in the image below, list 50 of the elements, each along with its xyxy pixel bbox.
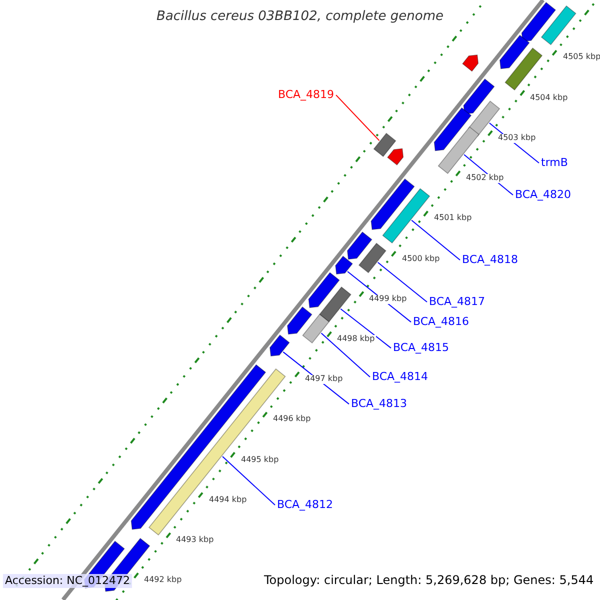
scale-label: 4502 kbp (465, 174, 505, 183)
gene-label: BCA_4818 (462, 254, 518, 266)
gene-label: BCA_4813 (351, 398, 408, 410)
gene-feature (347, 231, 372, 260)
gene-feature (521, 2, 556, 42)
gene-block (302, 314, 330, 344)
gene-feature (499, 34, 530, 70)
gene-block (319, 286, 352, 322)
gene-feature (287, 306, 312, 335)
gene-feature (370, 178, 415, 230)
scale-label: 4492 kbp (143, 576, 183, 585)
gene-label: BCA_4815 (393, 342, 450, 354)
gene-feature (335, 256, 353, 274)
accession-label: Accession: NC_012472 (3, 574, 132, 588)
gene-label: BCA_4817 (429, 296, 486, 308)
gene-label: trmB (541, 157, 568, 170)
scale-label: 4497 kbp (304, 375, 344, 384)
scale-label: 4505 kbp (562, 53, 600, 62)
scale-label: 4500 kbp (401, 255, 441, 264)
gene-block (358, 242, 386, 274)
scale-label: 4503 kbp (497, 134, 537, 143)
gene-feature (130, 364, 266, 530)
leader-line (336, 94, 380, 142)
gene-feature (387, 148, 404, 166)
gene-label: BCA_4816 (413, 316, 470, 328)
scale-label: 4498 kbp (336, 335, 376, 344)
gene-label: BCA_4814 (372, 371, 428, 384)
scale-label: 4501 kbp (433, 214, 473, 223)
scale-label: 4499 kbp (368, 295, 408, 304)
gene-feature (308, 272, 340, 308)
gene-block (540, 5, 576, 46)
map-title: Bacillus cereus 03BB102, complete genome (155, 10, 445, 24)
gene-label: BCA_4812 (277, 499, 334, 512)
genome-info-text: Topology: circular; Length: 5,269,628 bp; Genes: 5,544 (264, 574, 594, 588)
scale-label: 4494 kbp (208, 496, 248, 505)
scale-label: 4495 kbp (240, 456, 280, 465)
gene-block (504, 48, 543, 91)
leader-line (320, 332, 370, 378)
gene-label: BCA_4820 (515, 189, 572, 202)
gene-feature (462, 54, 479, 72)
scale-label: 4504 kbp (529, 94, 569, 103)
gene-label: BCA_4819 (278, 89, 334, 102)
gene-block (438, 126, 480, 174)
gene-feature (270, 334, 290, 356)
gene-block (373, 132, 396, 158)
gene-feature (463, 78, 495, 114)
scale-label: 4493 kbp (175, 536, 215, 545)
gene-block (382, 188, 430, 244)
gene-feature (434, 107, 472, 152)
scale-label: 4496 kbp (272, 415, 312, 424)
